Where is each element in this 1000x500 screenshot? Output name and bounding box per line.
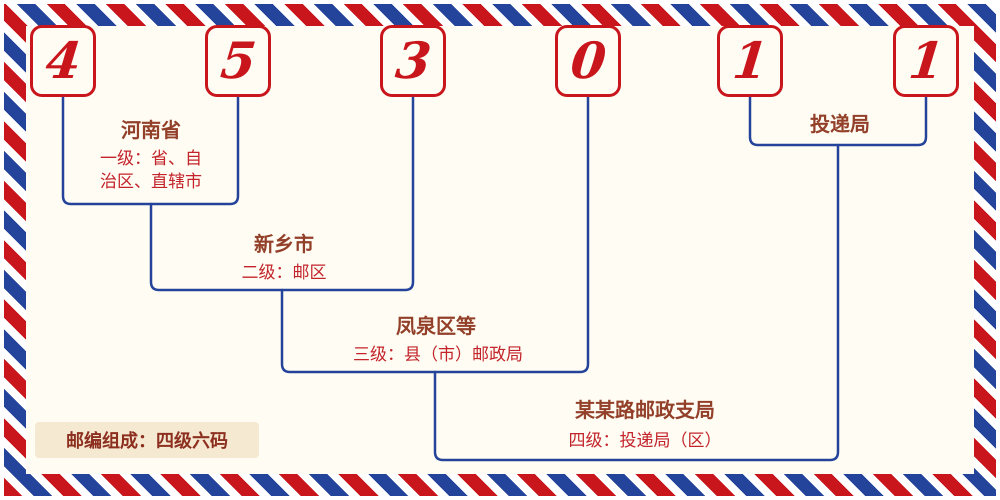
level2-name: 新乡市 [254,232,314,256]
diagram-background [26,26,974,474]
level3-name: 凤泉区等 [396,314,476,338]
level1-desc-line1: 一级：省、自 [100,149,202,169]
digit-3: 3 [392,31,434,90]
composition-badge: 邮编组成：四级六码 [35,422,259,458]
digit-2: 5 [217,31,259,90]
digit-5: 1 [729,31,771,90]
digit-box-4: 0 [555,25,621,97]
digit-box-3: 3 [380,25,446,97]
digit-4: 0 [567,31,609,90]
delivery-name: 投递局 [810,112,870,136]
digit-1: 4 [42,31,84,90]
digit-6: 1 [905,31,947,90]
digit-box-5: 1 [717,25,783,97]
composition-text: 邮编组成：四级六码 [66,431,228,452]
level3-desc: 三级：县（市）邮政局 [353,345,523,365]
digit-box-1: 4 [30,25,96,97]
digit-box-6: 1 [893,25,959,97]
level2-desc: 二级：邮区 [241,263,327,283]
digit-box-2: 5 [205,25,271,97]
level1-desc-line2: 治区、直辖市 [100,172,202,192]
level4-name: 某某路邮政支局 [575,398,715,422]
level4-desc: 四级：投递局（区） [568,431,722,451]
level1-name: 河南省 [121,118,181,142]
